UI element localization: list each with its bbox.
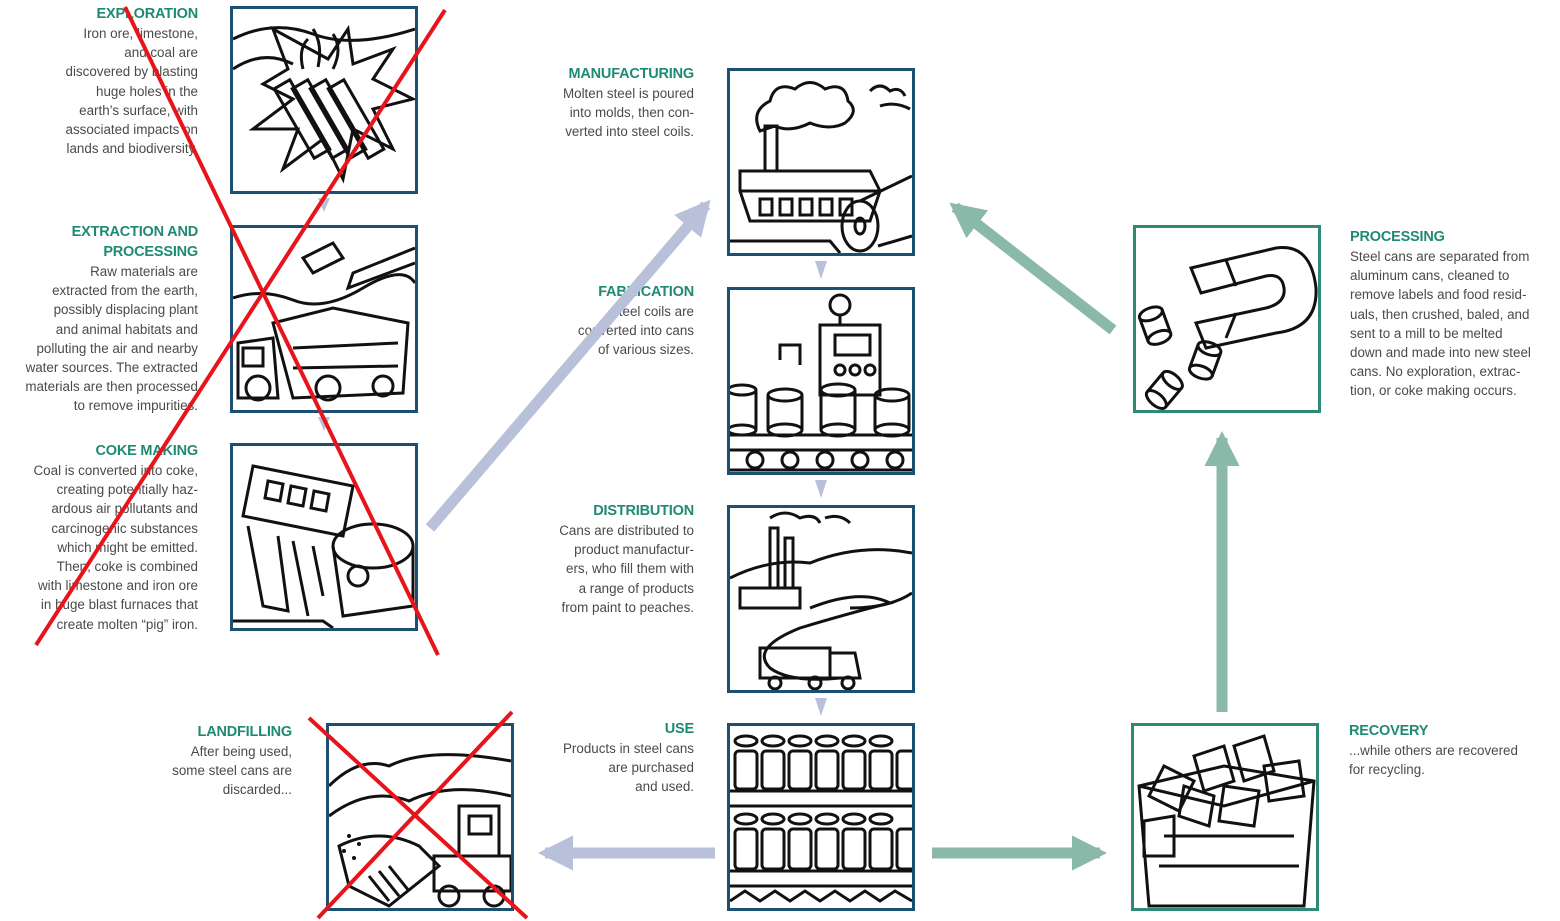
extraction-line: polluting the air and nearby	[36, 340, 198, 356]
down-arrow-icon	[815, 261, 827, 279]
manufacturing-line: Molten steel is poured	[562, 86, 694, 101]
steel-mill-icon	[730, 81, 912, 253]
manufacturing-line: into molds, then con-	[569, 105, 694, 121]
recovery-box	[1131, 723, 1319, 911]
landfilling-line: discarded...	[222, 782, 292, 798]
processing-line: Steel cans are separated from	[1350, 249, 1530, 264]
processing-line: uals, then crushed, baled, and	[1350, 306, 1530, 322]
processing-title: PROCESSING	[1350, 229, 1445, 245]
distribution-box	[727, 505, 915, 693]
extraction-line: to remove impurities.	[73, 398, 198, 414]
recycling-bin-icon	[1137, 734, 1316, 908]
exploration-line: and coal are	[124, 45, 198, 61]
extraction-line: water sources. The extracted	[25, 360, 198, 376]
processing-text: PROCESSING Steel cans are separated from…	[1350, 227, 1531, 401]
coke-box	[230, 443, 418, 631]
processing-line: cans. No exploration, extrac-	[1350, 364, 1521, 380]
coke-line: create molten “pig” iron.	[56, 616, 198, 632]
blast-furnace-icon	[233, 464, 415, 628]
magnet-icon	[1137, 246, 1318, 410]
manufacturing-text: MANUFACTURING Molten steel is poured int…	[563, 64, 694, 142]
extraction-line: materials are then processed	[25, 379, 198, 395]
down-arrow-icon	[815, 480, 827, 498]
processing-line: tion, or coke making occurs.	[1350, 383, 1517, 399]
landfilling-title: LANDFILLING	[197, 724, 293, 740]
coke-line: in huge blast furnaces that	[40, 597, 198, 613]
down-arrow-icon	[815, 698, 827, 716]
distribution-line: ers, who fill them with	[566, 561, 694, 577]
manufacturing-box	[727, 68, 915, 256]
extraction-line: possibly displacing plant	[53, 302, 198, 318]
distribution-line: product manufactur-	[574, 542, 694, 558]
exploration-text: EXPLORATION Iron ore, limestone, and coa…	[66, 4, 199, 158]
fabrication-text: FABRICATION Steel coils are converted in…	[578, 282, 694, 360]
exploration-line: earth’s surface, with	[79, 102, 198, 118]
exploration-line: huge holes in the	[96, 83, 198, 99]
down-arrow-icon	[318, 417, 330, 431]
fabrication-line: of various sizes.	[597, 342, 694, 358]
fabrication-box	[727, 287, 915, 475]
extraction-box	[230, 225, 418, 413]
fabrication-line: Steel coils are	[609, 304, 694, 319]
landfilling-box	[326, 723, 514, 911]
exploration-box	[230, 6, 418, 194]
extraction-line: extracted from the earth,	[52, 283, 198, 299]
can-conveyor-icon	[730, 293, 912, 472]
landfilling-line: After being used,	[190, 744, 292, 759]
processing-line: down and made into new steel	[1350, 345, 1531, 361]
landfilling-text: LANDFILLING After being used, some steel…	[172, 722, 292, 800]
exploration-title: EXPLORATION	[96, 6, 199, 22]
exploration-line: associated impacts on	[65, 122, 199, 138]
processing-line: remove labels and food resid-	[1350, 287, 1527, 303]
use-line: and used.	[635, 779, 694, 795]
fabrication-title: FABRICATION	[598, 284, 694, 300]
distribution-line: from paint to peaches.	[561, 599, 695, 615]
extraction-text: EXTRACTION AND PROCESSING Raw materials …	[25, 222, 198, 416]
exploration-line: Iron ore, limestone,	[83, 26, 198, 41]
distribution-text: DISTRIBUTION Cans are distributed to pro…	[559, 501, 694, 617]
landfill-bulldozer-icon	[329, 753, 511, 908]
down-arrow-icon	[318, 198, 330, 212]
coke-line: which might be emitted.	[57, 539, 198, 555]
extraction-title: EXTRACTION AND	[71, 224, 199, 240]
exploration-line: lands and biodiversity.	[66, 141, 199, 157]
processing-box	[1133, 225, 1321, 413]
distribution-line: Cans are distributed to	[559, 523, 694, 538]
coke-line: Coal is converted into coke,	[33, 463, 199, 478]
manufacturing-line: verted into steel coils.	[565, 124, 694, 140]
use-title: USE	[664, 721, 694, 737]
recovery-line: ...while others are recovered	[1349, 743, 1518, 758]
extraction-line: and animal habitats and	[55, 321, 198, 337]
distribution-title: DISTRIBUTION	[593, 503, 694, 519]
recovery-line: for recycling.	[1349, 762, 1425, 778]
delivery-truck-icon	[730, 511, 912, 690]
manufacturing-title: MANUFACTURING	[568, 66, 695, 82]
recovery-text: RECOVERY ...while others are recovered f…	[1349, 721, 1518, 779]
arrow-processing-to-manufacturing	[949, 202, 1117, 335]
exploration-line: discovered by blasting	[65, 64, 199, 80]
recovery-title: RECOVERY	[1349, 723, 1429, 739]
extraction-line: Raw materials are	[90, 264, 198, 279]
coke-line: Then, coke is combined	[56, 559, 198, 575]
store-shelves-icon	[730, 734, 912, 903]
arrow-coke-to-manufacturing	[425, 199, 711, 532]
coke-line: with limestone and iron ore	[37, 578, 198, 594]
use-line: are purchased	[608, 760, 694, 776]
coke-line: creating potentially haz-	[56, 482, 198, 498]
coke-line: ardous air pollutants and	[51, 501, 198, 517]
distribution-line: a range of products	[578, 580, 694, 596]
extraction-title: PROCESSING	[103, 244, 198, 260]
landfilling-line: some steel cans are	[172, 763, 292, 779]
use-text: USE Products in steel cans are purchased…	[563, 719, 694, 797]
coke-text: COKE MAKING Coal is converted into coke,…	[34, 441, 199, 634]
fabrication-line: converted into cans	[577, 323, 694, 339]
coke-title: COKE MAKING	[95, 443, 198, 459]
processing-line: sent to a mill to be melted	[1350, 325, 1503, 341]
mining-truck-icon	[233, 241, 415, 402]
dynamite-blast-icon	[233, 24, 415, 184]
use-box	[727, 723, 915, 911]
processing-line: aluminum cans, cleaned to	[1350, 268, 1510, 284]
coke-line: carcinogenic substances	[51, 520, 198, 536]
use-line: Products in steel cans	[563, 741, 694, 756]
